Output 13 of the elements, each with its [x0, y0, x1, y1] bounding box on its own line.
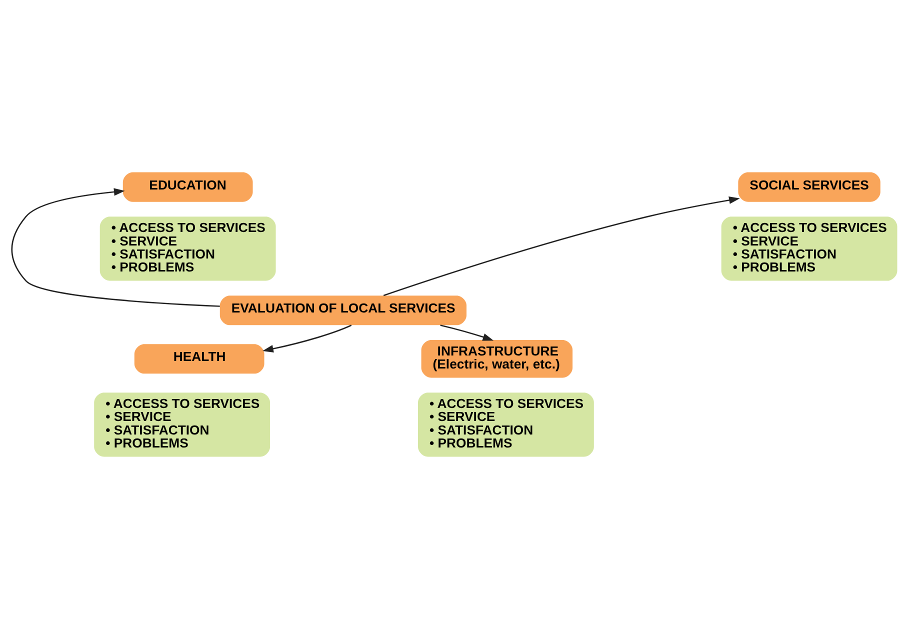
node-box: INFRASTRUCTURE (Electric, water, etc.) — [421, 339, 573, 378]
node-box: • ACCESS TO SERVICES • SERVICE • SATISFACTION • PROBLEMS — [418, 392, 594, 456]
node-box: EVALUATION OF LOCAL SERVICES — [220, 295, 466, 325]
node-box: SOCIAL SERVICES — [738, 172, 880, 202]
node-box: • ACCESS TO SERVICES • SERVICE • SATISFACTION • PROBLEMS — [721, 216, 898, 280]
arrow — [383, 196, 740, 296]
node-box: • ACCESS TO SERVICES • SERVICE • SATISFACTION • PROBLEMS — [100, 216, 276, 280]
node-box: HEALTH — [134, 344, 264, 374]
arrow — [262, 324, 352, 352]
arrow — [11, 188, 220, 306]
node-box: EDUCATION — [122, 172, 253, 202]
node-box: • ACCESS TO SERVICES • SERVICE • SATISFACTION • PROBLEMS — [94, 392, 270, 456]
arrow — [440, 324, 494, 340]
